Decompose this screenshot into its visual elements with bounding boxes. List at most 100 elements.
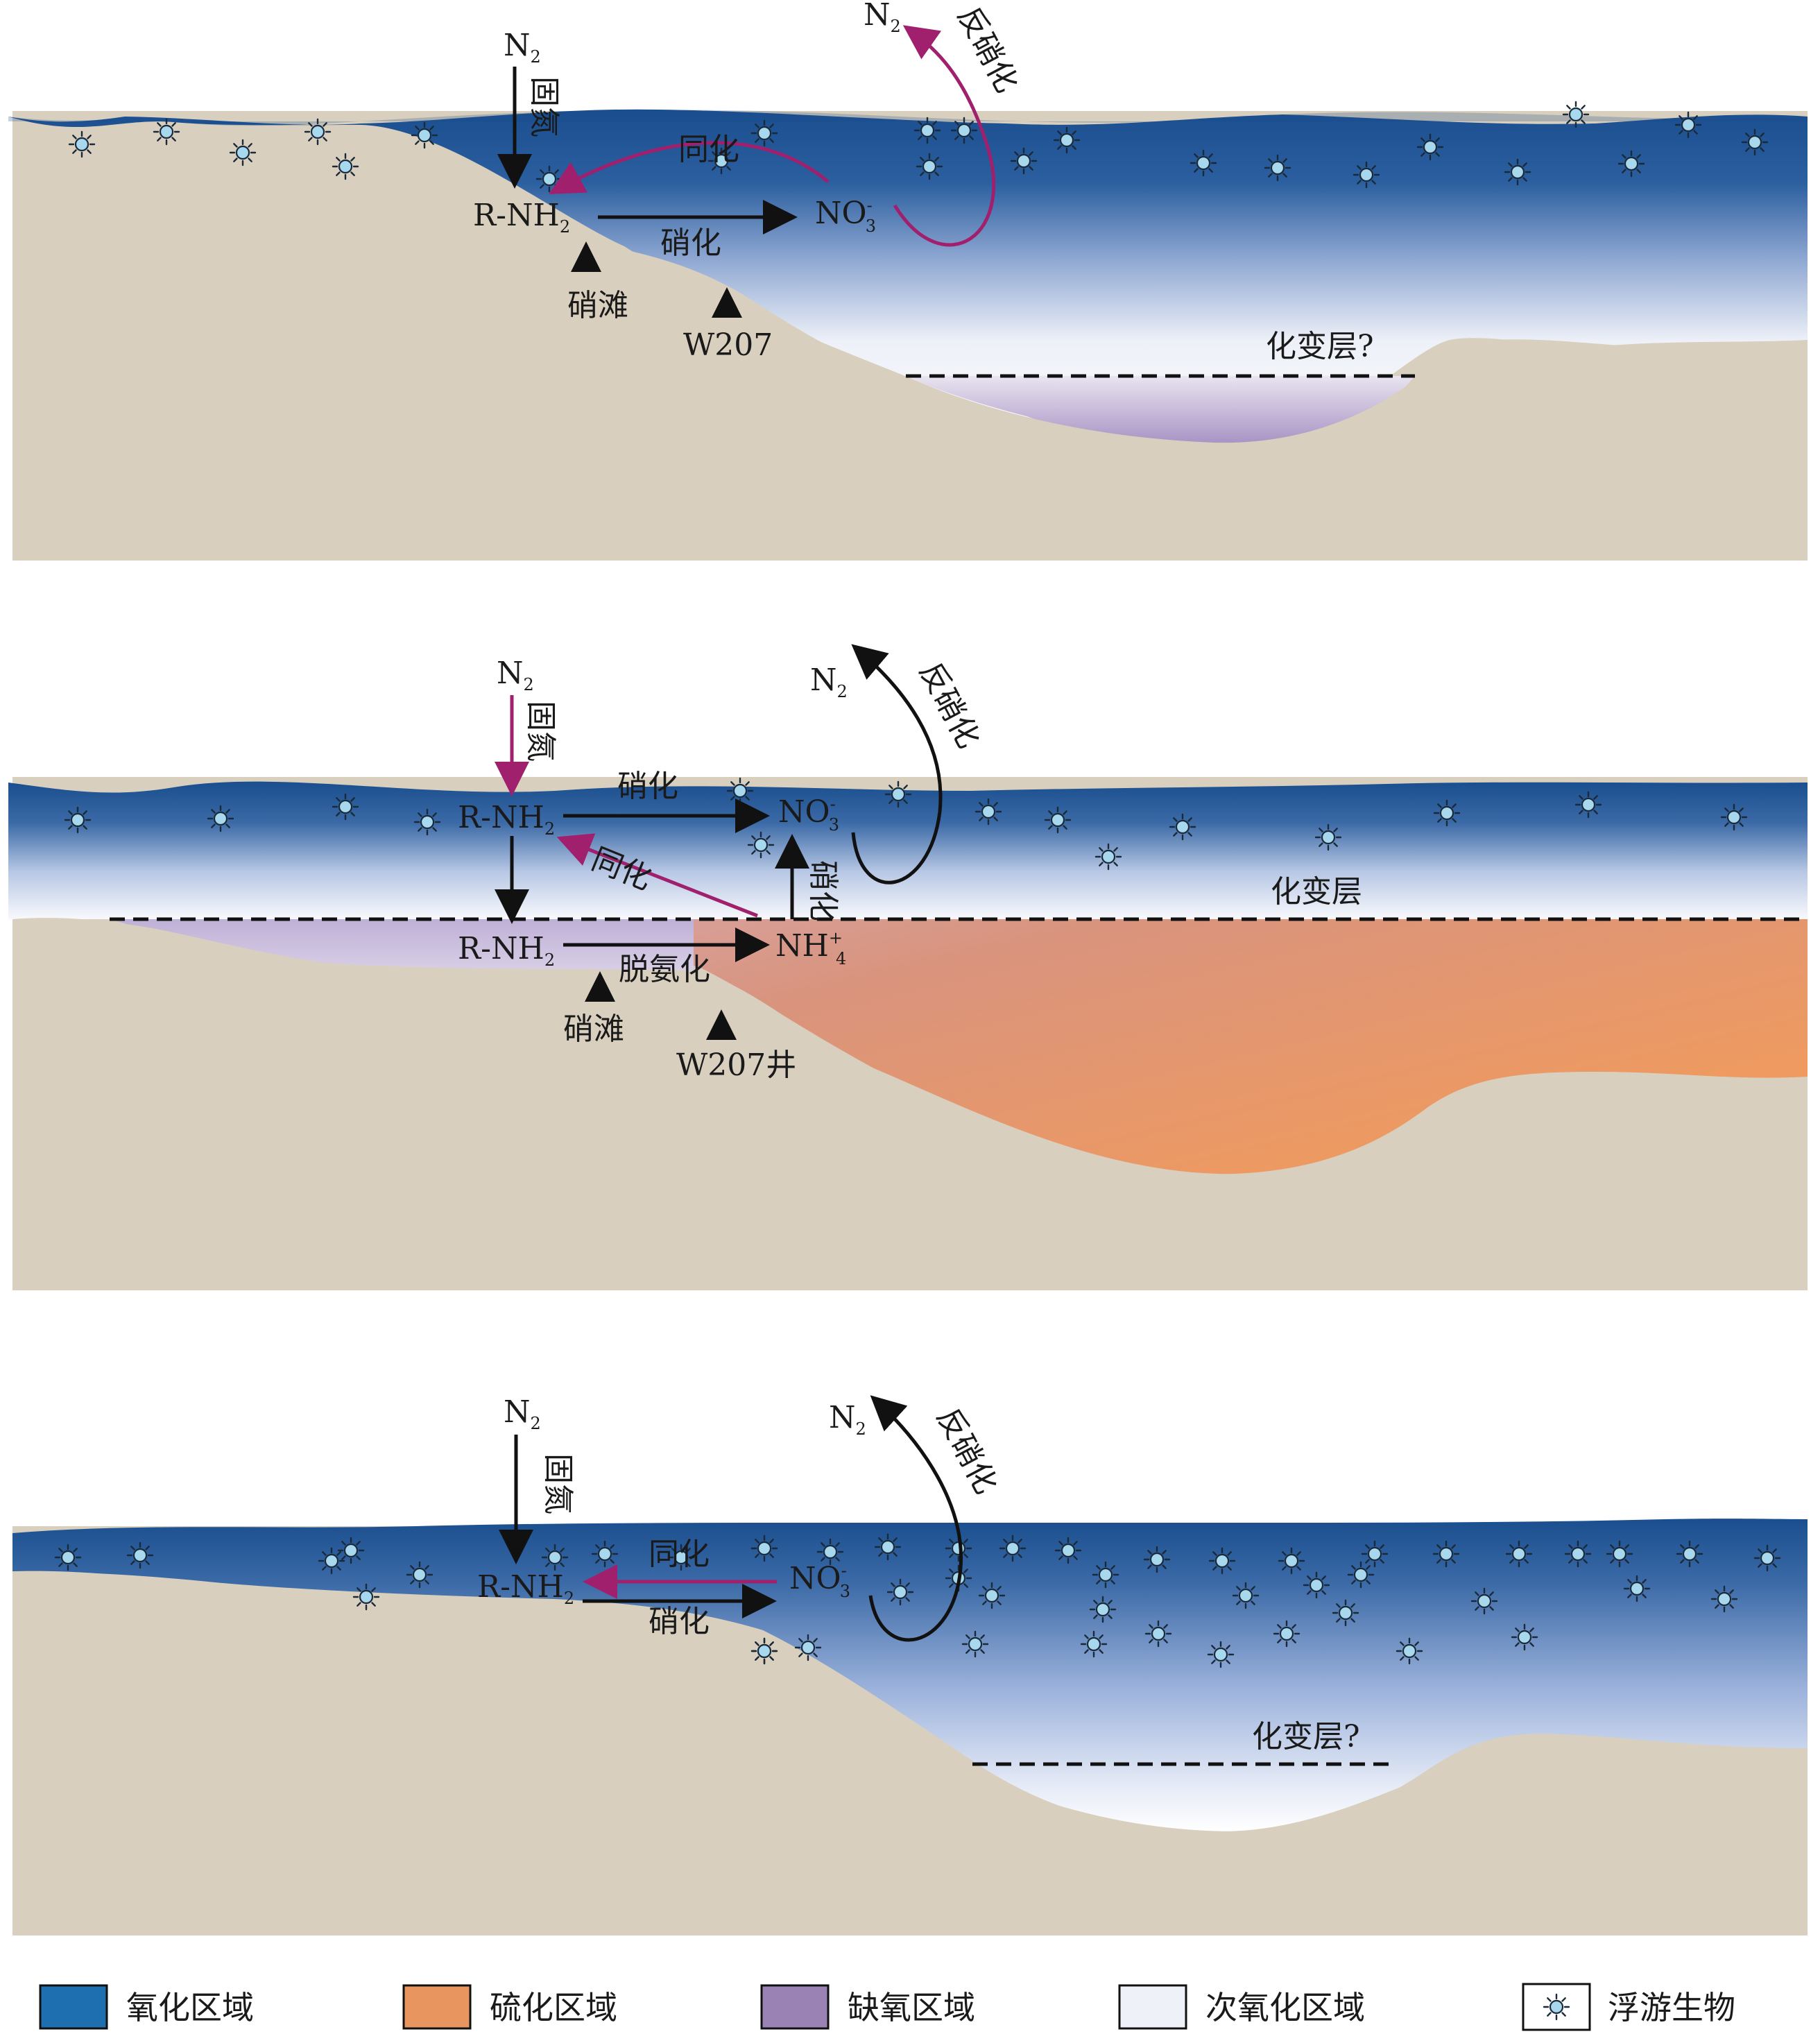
plankton-icon — [1303, 1571, 1330, 1599]
panel-2-sediment-profile — [12, 918, 1808, 1290]
plankton-icon — [406, 1561, 433, 1589]
plankton-icon — [1044, 806, 1072, 834]
panel-1-assimilation-label: 同化 — [678, 132, 739, 167]
plankton-icon — [978, 1582, 1006, 1609]
panel-3-water — [12, 1519, 1808, 1831]
plankton-icon — [1574, 791, 1602, 819]
plankton-icon — [874, 1533, 902, 1561]
plankton-icon — [229, 139, 257, 166]
plankton-icon — [1361, 1540, 1389, 1568]
panel-3-nitrification-label: 硝化 — [649, 1604, 710, 1639]
panel-2-n2-denit: N2 — [810, 663, 848, 701]
panel-1-rnh2: R-NH2 — [473, 198, 570, 237]
panel-2-site-a-marker — [585, 971, 615, 1002]
panel-1-sediment-profile — [12, 189, 1808, 561]
plankton-icon — [1564, 1540, 1592, 1568]
plankton-icon — [750, 1637, 778, 1665]
panel-1-site-b-label: W207 — [683, 327, 773, 363]
plankton-icon — [1332, 1599, 1359, 1627]
plankton-icon — [126, 1541, 154, 1569]
panel-1-chemocline-label: 化变层? — [1266, 329, 1374, 364]
plankton-icon — [1092, 1561, 1119, 1589]
plankton-icon — [1676, 1540, 1703, 1568]
panel-1-no3: NO-3 — [815, 196, 876, 236]
plankton-icon — [999, 1535, 1027, 1562]
plankton-icon — [153, 118, 180, 146]
panel-2-fixation-label: 固氮 — [523, 701, 558, 762]
plankton-icon — [747, 831, 775, 859]
plankton-icon — [591, 1540, 619, 1568]
plankton-icon — [1710, 1585, 1738, 1613]
legend-sulfidic-swatch — [402, 1984, 472, 2030]
panel-3-chemocline-label: 化变层? — [1252, 1719, 1360, 1754]
plankton-icon — [1511, 1623, 1538, 1651]
plankton-icon — [1207, 1641, 1235, 1668]
plankton-icon — [54, 1544, 82, 1571]
plankton-icon — [884, 780, 912, 808]
plankton-icon — [886, 1578, 914, 1606]
panel-2: 化变层 N2 固氮 R-NH2 硝化 NO-3 同化 硝化 R-NH2 脱氨化 … — [8, 644, 1808, 1290]
plankton-icon — [1562, 101, 1590, 128]
panel-1-fixation-label: 固氮 — [526, 76, 562, 137]
plankton-icon — [1720, 803, 1748, 831]
panel-2-site-b-marker — [706, 1009, 737, 1040]
panel-2-sulfidic-zone — [12, 919, 1808, 1174]
plankton-icon — [916, 153, 943, 180]
plankton-icon — [1396, 1637, 1423, 1665]
legend-oxic-label: 氧化区域 — [126, 1989, 254, 2026]
plankton-icon — [1416, 133, 1444, 161]
plankton-icon — [207, 805, 234, 832]
panel-1-anoxic-zone — [902, 376, 1415, 444]
panel-2-chemocline-label: 化变层 — [1271, 874, 1362, 909]
plankton-icon — [1505, 1540, 1533, 1568]
panel-2-nitrification-top-label: 硝化 — [617, 769, 678, 804]
plankton-icon — [1169, 813, 1196, 841]
plankton-icon — [750, 119, 778, 147]
plankton-icon — [1433, 799, 1461, 827]
plankton-icon — [1089, 1596, 1117, 1623]
legend-plankton-label: 浮游生物 — [1608, 1989, 1735, 2026]
panel-1-site-a-marker — [571, 241, 601, 272]
legend-anoxic-swatch — [760, 1984, 830, 2030]
plankton-icon — [64, 806, 92, 834]
panel-1-nitrification-label: 硝化 — [660, 225, 721, 261]
plankton-icon — [318, 1547, 345, 1575]
plankton-icon — [337, 1537, 365, 1564]
plankton-icon — [68, 130, 96, 158]
plankton-icon — [1094, 843, 1122, 871]
plankton-icon — [726, 777, 754, 805]
panel-3-fixation-label: 固氮 — [540, 1453, 576, 1514]
panel-2-denitrification-arrow — [851, 644, 943, 884]
plankton-icon — [1353, 161, 1380, 189]
panel-3: 化变层? N2 固氮 R-NH2 同化 硝化 NO-3 N2 反硝化 — [12, 1394, 1808, 1935]
plankton-icon — [332, 153, 359, 180]
plankton-icon — [1617, 150, 1645, 178]
panel-2-n2-top: N2 — [497, 656, 534, 694]
panel-2-denitrification-label: 反硝化 — [912, 656, 986, 753]
panel-3-assimilation-label: 同化 — [649, 1537, 710, 1572]
plankton-icon — [913, 117, 941, 144]
panel-3-n2-top: N2 — [504, 1394, 541, 1433]
panel-1-surface — [8, 110, 1808, 126]
plankton-icon — [1232, 1582, 1260, 1609]
panel-2-anoxic-zone — [111, 919, 694, 971]
plankton-icon — [1273, 1620, 1300, 1648]
plankton-icon — [1143, 1546, 1171, 1573]
plankton-icon — [1674, 111, 1702, 139]
legend-suboxic-swatch — [1118, 1984, 1187, 2030]
panel-1-n2-top: N2 — [504, 28, 541, 67]
legend-anoxic-label: 缺氧区域 — [848, 1989, 975, 2026]
panel-1: 化变层? N2 固氮 R-NH2 硝化 NO-3 同化 N2 反硝化 硝滩 W2… — [8, 0, 1808, 561]
panel-2-site-b-label: W207井 — [676, 1048, 796, 1083]
panel-1-water — [8, 109, 1808, 442]
panel-3-sediment-profile — [12, 1571, 1808, 1935]
plankton-icon — [1606, 1540, 1633, 1568]
plankton-icon — [1741, 128, 1769, 156]
panel-2-nh4: NH+4 — [775, 928, 846, 968]
plankton-icon — [1504, 158, 1531, 186]
panel-2-deamination-label: 脱氨化 — [619, 952, 710, 987]
plankton-icon — [304, 118, 332, 146]
panel-3-n2-denit: N2 — [829, 1400, 866, 1439]
plankton-icon — [1010, 147, 1038, 175]
